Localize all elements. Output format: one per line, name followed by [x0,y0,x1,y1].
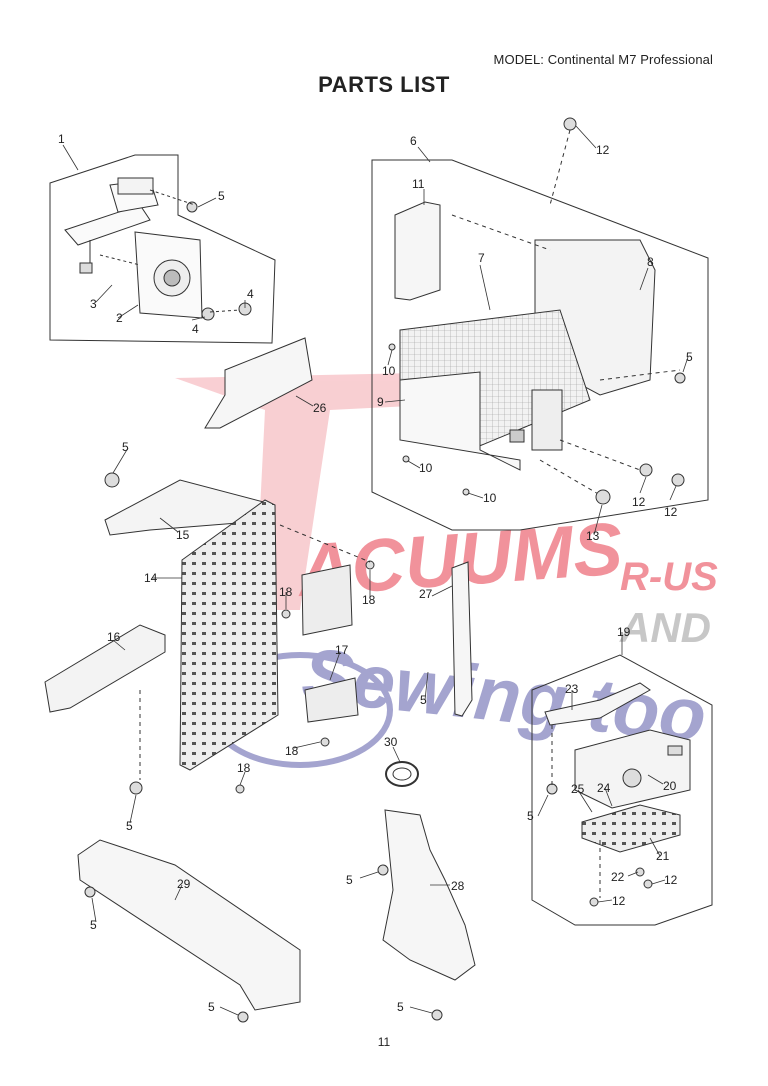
callout-10a: 10 [382,364,396,378]
assembly-6 [371,117,709,531]
callout-17: 17 [335,643,349,657]
model-label: MODEL: Continental M7 Professional [493,52,713,67]
assembly-6-frame [371,159,709,531]
assembly-1 [49,154,276,344]
bracket-11 [394,201,441,301]
assembly-19-frame [531,654,713,926]
leader-lines [62,125,689,1016]
cover-9 [399,371,521,471]
callout-2: 2 [116,311,123,325]
callout-30: 30 [384,735,398,749]
plate-17-upper [301,564,353,636]
ring-30 [385,761,419,787]
callout-6: 6 [410,134,417,148]
callout-25: 25 [571,782,585,796]
callout-1: 1 [58,132,65,146]
callout-8: 8 [647,255,654,269]
callout-5a: 5 [218,189,225,203]
callout-12b: 12 [632,495,646,509]
watermark-line3: AND [619,604,711,651]
callout-9: 9 [377,395,384,409]
page-number: 11 [377,1035,391,1049]
callout-14: 14 [144,571,158,585]
callout-7: 7 [478,251,485,265]
callout-5g: 5 [346,873,353,887]
control-board-assembly [44,472,375,795]
callout-5b: 5 [686,350,693,364]
callout-16: 16 [107,630,121,644]
callout-12d: 12 [664,873,678,887]
pcb-14 [179,499,279,771]
callout-12c: 12 [664,505,678,519]
callout-24: 24 [597,781,611,795]
bracket-28 [382,809,476,981]
callout-18b: 18 [362,593,376,607]
callout-3: 3 [90,297,97,311]
callout-10c: 10 [483,491,497,505]
callout-4a: 4 [247,287,254,301]
callout-28: 28 [451,879,465,893]
callout-26: 26 [313,401,327,415]
column-27 [451,561,473,717]
plate-17-lower [304,677,359,723]
callout-23: 23 [565,682,579,696]
callout-5h: 5 [90,918,97,932]
callout-27: 27 [419,587,433,601]
callout-29: 29 [177,877,191,891]
assembly-1-frame [49,154,276,344]
callout-5d: 5 [420,693,427,707]
callout-19: 19 [617,625,631,639]
callout-5e: 5 [527,809,534,823]
callout-18a: 18 [279,585,293,599]
callout-11: 11 [412,177,425,191]
cover-26 [204,337,313,429]
callout-12e: 12 [612,894,626,908]
callout-10b: 10 [419,461,433,475]
callout-21: 21 [656,849,670,863]
bracket-23 [544,682,651,726]
rail-16 [44,624,166,713]
page-title: PARTS LIST [318,72,450,97]
callout-15: 15 [176,528,190,542]
pcb-21 [581,804,681,853]
callout-5f: 5 [126,819,133,833]
callout-5i: 5 [208,1000,215,1014]
callout-18c: 18 [285,744,299,758]
callout-13: 13 [586,529,600,543]
callout-12a: 12 [596,143,610,157]
watermark-line2: R-US [620,555,718,599]
callout-20: 20 [663,779,677,793]
switch-panel [531,389,563,451]
callout-5c: 5 [122,440,129,454]
assembly-19 [531,654,713,926]
callout-22: 22 [611,870,625,884]
callout-18d: 18 [237,761,251,775]
callout-4b: 4 [192,322,199,336]
callout-5j: 5 [397,1000,404,1014]
base-29 [77,839,301,1011]
